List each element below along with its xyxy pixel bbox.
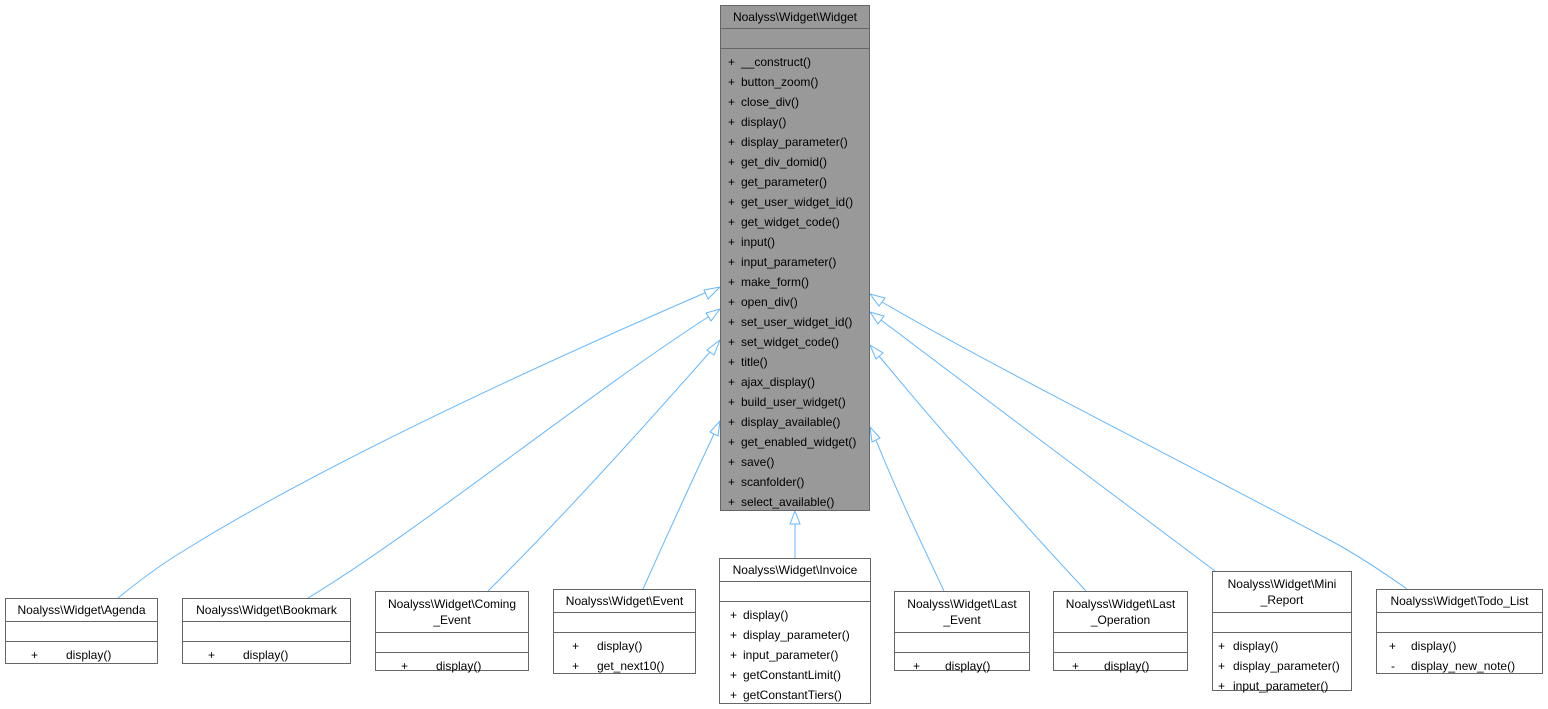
method-make-form: +make_form() (728, 275, 810, 289)
class-box-event: Noalyss\Widget\Event +display() +get_nex… (553, 589, 696, 674)
attributes-section (183, 621, 350, 641)
method-close-div: +close_div() (728, 95, 800, 109)
method-get-widget-code: +get_widget_code() (728, 215, 840, 229)
arrowhead-todo-list (868, 293, 886, 307)
class-box-mini-report: Noalyss\Widget\Mini_Report +display() +d… (1212, 571, 1352, 693)
attributes-section (6, 621, 157, 641)
method-get-enabled-widget: +get_enabled_widget() (728, 435, 857, 449)
method-button-zoom: +button_zoom() (728, 75, 819, 89)
class-box-last-event: Noalyss\Widget\Last_Event +display() (894, 591, 1030, 673)
class-box-coming-event: Noalyss\Widget\Coming_Event +display() (375, 591, 529, 673)
method-display: +display() (31, 648, 112, 662)
arrowhead-event (709, 419, 721, 437)
methods-section: +display() +get_next10() (554, 632, 695, 680)
method-display-parameter: +display_parameter() (728, 135, 848, 149)
class-name-todo-list: Noalyss\Widget\Todo_List (1390, 594, 1529, 608)
edge-event (642, 433, 715, 590)
attributes-section (895, 632, 1029, 652)
method-get-user-widget-id: +get_user_widget_id() (728, 195, 854, 209)
method-set-widget-code: +set_widget_code() (728, 335, 840, 349)
method-input-parameter: +input_parameter() (730, 648, 839, 662)
edge-todo-list (881, 301, 1408, 590)
method-display: +display() (1389, 639, 1457, 653)
method-display-parameter: +display_parameter() (730, 628, 850, 642)
edge-bookmark (307, 316, 709, 599)
class-name-mini-report: Noalyss\Widget\Mini_Report (1227, 577, 1337, 607)
method-construct: +__construct() (728, 55, 812, 69)
attributes-section (1213, 612, 1351, 632)
method-ajax-display: +ajax_display() (728, 375, 816, 389)
method-display: +display() (572, 639, 643, 653)
edge-coming-event (487, 351, 711, 592)
method-input: +input() (728, 235, 776, 249)
method-get-div-domid: +get_div_domid() (728, 155, 828, 169)
class-name-widget: Noalyss\Widget\Widget (732, 10, 858, 24)
methods-section: +display() +display_parameter() +input_p… (720, 601, 870, 709)
arrowhead-invoice (789, 509, 801, 525)
method-display: +display() (913, 659, 991, 673)
method-display-available: +display_available() (728, 415, 841, 429)
methods-section: +display() +display_parameter() +input_p… (1213, 632, 1351, 700)
methods-section: +display() -display_new_note() (1377, 632, 1542, 680)
method-display: +display() (1218, 639, 1279, 653)
method-get-parameter: +get_parameter() (728, 175, 828, 189)
class-name-coming-event: Noalyss\Widget\Coming_Event (387, 597, 517, 627)
attributes-section (720, 581, 870, 601)
class-box-bookmark: Noalyss\Widget\Bookmark +display() (182, 598, 351, 664)
class-name-event: Noalyss\Widget\Event (565, 594, 684, 608)
methods-section: +display() (895, 652, 1029, 680)
method-display-parameter: +display_parameter() (1218, 659, 1340, 673)
methods-section: +__construct() +button_zoom() +close_div()… (721, 48, 869, 516)
method-get-constant-limit: +getConstantLimit() (730, 668, 842, 682)
class-name-last-operation: Noalyss\Widget\Last_Operation (1065, 597, 1176, 627)
arrowhead-agenda (703, 286, 722, 300)
method-save: +save() (728, 455, 775, 469)
class-box-agenda: Noalyss\Widget\Agenda +display() (5, 598, 158, 664)
method-get-constant-tiers: +getConstantTiers() (730, 688, 842, 702)
method-display-new-note: -display_new_note() (1391, 659, 1516, 673)
arrowhead-mini-report (868, 311, 885, 325)
attributes-section (1377, 612, 1542, 632)
class-box-widget: Noalyss\Widget\Widget +__construct() +but… (720, 5, 870, 511)
class-name-last-event: Noalyss\Widget\Last_Event (907, 597, 1017, 627)
method-scanfolder: +scanfolder() (728, 475, 805, 489)
methods-section: +display() (376, 652, 528, 680)
attributes-section (376, 632, 528, 652)
arrowhead-bookmark (705, 308, 722, 322)
methods-section: +display() (183, 641, 350, 669)
method-input-parameter: +input_parameter() (1218, 679, 1329, 693)
edge-mini-report (880, 319, 1216, 572)
method-set-user-widget-id: +set_user_widget_id() (728, 315, 853, 329)
method-display: +display() (730, 608, 789, 622)
attributes-section (1054, 632, 1187, 652)
edge-last-event (875, 439, 945, 592)
arrowhead-last-operation (868, 343, 884, 360)
class-name-invoice: Noalyss\Widget\Invoice (732, 563, 858, 577)
method-build-user-widget: +build_user_widget() (728, 395, 846, 409)
edge-agenda (117, 291, 708, 599)
edge-last-operation (878, 355, 1087, 592)
class-name-agenda: Noalyss\Widget\Agenda (17, 603, 146, 617)
arrowhead-coming-event (706, 338, 722, 356)
methods-section: +display() (6, 641, 157, 669)
method-input-parameter: +input_parameter() (728, 255, 837, 269)
attributes-section (554, 612, 695, 632)
method-display: +display() (401, 659, 482, 673)
method-display: +display() (1072, 659, 1150, 673)
class-box-todo-list: Noalyss\Widget\Todo_List +display() -dis… (1376, 589, 1543, 674)
method-get-next10: +get_next10() (572, 659, 665, 673)
methods-section: +display() (1054, 652, 1187, 680)
class-box-last-operation: Noalyss\Widget\Last_Operation +display() (1053, 591, 1188, 673)
attributes-section (721, 28, 869, 48)
method-title: +title() (728, 355, 768, 369)
class-box-invoice: Noalyss\Widget\Invoice +display() +displ… (719, 558, 871, 704)
arrowhead-last-event (869, 425, 881, 443)
method-display: +display() (728, 115, 787, 129)
method-open-div: +open_div() (728, 295, 798, 309)
method-display: +display() (208, 648, 289, 662)
method-select-available: +select_available() (728, 495, 835, 509)
class-name-bookmark: Noalyss\Widget\Bookmark (196, 603, 337, 617)
